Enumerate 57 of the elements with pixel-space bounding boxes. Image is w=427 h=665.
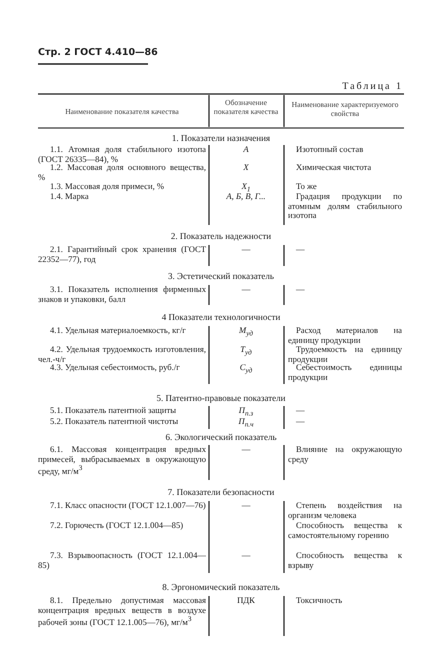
table-cell: Способность вещества к взрыву — [288, 551, 402, 570]
section-heading: 8. Эргономический показатель — [161, 582, 281, 592]
table-cell-text: 7.2. Горючесть (ГОСТ 12.1.004—85) — [49, 521, 184, 531]
section-heading: 6. Экологический показатель — [164, 432, 278, 442]
table-cell: Влияние на окружающую среду — [288, 445, 402, 464]
table-cell-text: Изотопный состав — [295, 145, 364, 155]
section-heading: 3. Эстетический показатель — [167, 271, 275, 282]
table-cell-text: Трудоемкость на единицу продукции — [288, 345, 402, 364]
table-cell-text: — — [295, 285, 306, 295]
table-cell-text: 7.1. Класс опасности (ГОСТ 12.1.007—76) — [49, 501, 206, 511]
section-heading: 5. Патентно-правовые показатели — [156, 393, 286, 404]
table-cell: 8.1. Предельно допустимая массовая концентрация вредных веществ в воздухе рабочей зоны (ГОСТ 12.1.005—76), мг/м$^{3}$ — [38, 596, 206, 628]
table-cell: 3.1. Показатель исполнения фирменных знаков и упаковки, балл — [38, 285, 206, 304]
table-cell-text: Химическая чистота — [295, 163, 372, 173]
table-cell-text: 4.2. Удельная трудоемкость изготовления, чел.-ч/г — [38, 345, 206, 364]
table-cell: Степень воздействия на организм человека — [288, 501, 402, 520]
table-cell-text: X — [242, 163, 250, 173]
table-cell: Градация продукции по атомным долям стабильного изотопа — [288, 192, 402, 221]
table-cell-text: T$_{уд}$ — [239, 345, 253, 357]
table-cell-text: M$_{уд}$ — [238, 326, 254, 338]
table-cell-text: 4.3. Удельная себестоимость, руб./г — [50, 363, 181, 373]
table-cell-text: — — [295, 406, 306, 416]
section-heading: 4 Показатели технологичности — [160, 312, 282, 322]
table-cell: 7.3. Взрывоопасность (ГОСТ 12.1.004—85) — [38, 551, 206, 570]
table-cell-text: C$_{уд}$ — [238, 363, 254, 375]
table-cell-text: 1.1. Атомная доля стабильного изотопа (ГОСТ 26335—84), % — [38, 145, 206, 164]
table-cell-text: — — [295, 245, 306, 255]
table-cell: Расход материалов на единицу продукции — [288, 326, 402, 346]
table-cell-text: — — [240, 285, 252, 295]
table-cell-text: А, Б, В, Г... — [225, 192, 267, 202]
section-heading: 7. Показатели безопасности — [166, 487, 276, 498]
table-cell-text: — — [240, 445, 252, 455]
page-header: Стр. 2 ГОСТ 4.410—86 — [38, 48, 158, 59]
table-cell-text: То же — [295, 182, 318, 192]
table-caption: Таблица 1 — [342, 81, 403, 92]
section-heading: 2. Показатель надежности — [170, 231, 272, 242]
section-heading: 1. Показатели назначения — [170, 133, 272, 144]
table-cell-text: П$_{п.ч}$ — [238, 417, 254, 429]
table-cell-text: 1.3. Массовая доля примеси, % — [49, 182, 166, 192]
table-cell: Способность вещества к самостоятельному горению — [288, 521, 402, 540]
table-cell: 1.2. Массовая доля основного вещества, % — [38, 163, 206, 182]
table-cell-text: — — [240, 551, 252, 561]
table-cell-text: A — [242, 145, 250, 155]
table-cell-text: ПДК — [236, 596, 256, 606]
table-cell-text: 4.1. Удельная материалоемкость, кг/г — [49, 326, 187, 336]
table-cell: Себестоимость единицы продукции — [288, 363, 402, 382]
table-cell-text: X$_{1}$ — [242, 182, 250, 194]
table-cell-text: — — [240, 245, 252, 255]
table-cell-text: — — [295, 417, 306, 427]
table-cell-text: Токсичность — [295, 596, 344, 606]
table-cell-text: 5.2. Показатель патентной чистоты — [49, 417, 180, 427]
table-cell: 6.1. Массовая концентрация вредных примесей, выбрасываемых в окружающую среду, мг/м$^{3}$ — [38, 445, 206, 477]
table-cell-text: 5.1. Показатель патентной защиты — [49, 406, 178, 416]
table-cell-text: — — [240, 501, 252, 511]
table-cell-text: 1.4. Марка — [49, 192, 90, 202]
table-cell-text: П$_{п.з}$ — [238, 406, 254, 418]
table-cell: 2.1. Гарантийный срок хранения (ГОСТ 22352—77), год — [38, 245, 206, 264]
